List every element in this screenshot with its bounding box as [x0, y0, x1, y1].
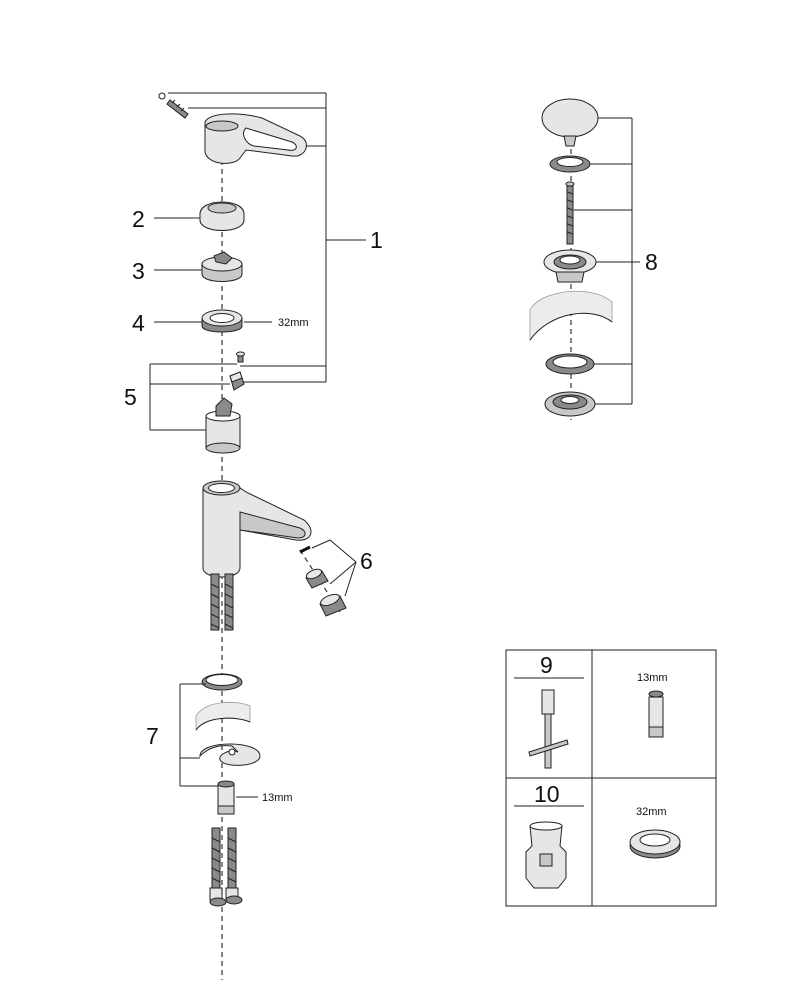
callout-3: 3: [132, 258, 145, 284]
adapter: [229, 371, 245, 391]
lock-nut: [544, 391, 596, 417]
flexible-hoses-upper: [210, 573, 234, 631]
callout-1: 1: [370, 227, 383, 253]
dimension-13mm: 13mm: [262, 792, 293, 804]
part-aerator-set: [299, 545, 347, 617]
callout-6: 6: [360, 548, 373, 574]
basin-section: [529, 290, 613, 342]
callout-8: 8: [645, 249, 658, 275]
cartridge: [205, 397, 241, 454]
lever-handle: [204, 113, 307, 164]
tools-table: 9 13mm 10 32mm: [505, 649, 717, 907]
part-cartridge-set: [205, 351, 245, 454]
dimension-32mm: 32mm: [278, 317, 309, 329]
tool-socket-10: [525, 821, 567, 889]
threaded-rod: [565, 181, 575, 245]
part-mounting-set: [195, 673, 261, 815]
lower-washer: [545, 353, 595, 375]
bracket-7: [179, 683, 218, 787]
dimension-tool-32mm: 32mm: [636, 806, 667, 818]
horseshoe-bracket: [199, 743, 261, 766]
top-washer: [201, 673, 243, 691]
callout-7: 7: [146, 723, 159, 749]
callout-10: 10: [534, 781, 560, 807]
bracket-8: [574, 117, 640, 405]
callout-9: 9: [540, 652, 553, 678]
aerator-insert: [305, 568, 329, 589]
aerator-housing: [319, 593, 347, 617]
part-waste-set: [529, 98, 613, 417]
part-cover-cap: [199, 201, 245, 231]
callout-4: 4: [132, 310, 145, 336]
waste-flange: [543, 249, 597, 283]
flexible-hoses-lower: [209, 827, 243, 907]
callout-2: 2: [132, 206, 145, 232]
plug-seal: [549, 155, 591, 173]
callout-5: 5: [124, 384, 137, 410]
part-guide-ring: [201, 251, 243, 282]
small-screw: [236, 351, 245, 363]
tool-wrench-9: [528, 689, 569, 769]
grub-screw: [158, 92, 189, 119]
bracket-6: [311, 539, 357, 597]
part-faucet-body: [202, 480, 312, 578]
bracket-5: [149, 363, 237, 431]
fixing-nut: [217, 780, 235, 815]
bracket-1: [168, 92, 366, 383]
pop-up-plug: [541, 98, 599, 147]
dimension-tool-13mm: 13mm: [637, 672, 668, 684]
part-handle-assembly: [158, 92, 307, 164]
tool-ring-32mm: [629, 829, 681, 859]
counter-section: [195, 701, 251, 732]
part-threaded-ring: [201, 309, 243, 333]
tool-nut-13mm: [648, 690, 664, 738]
